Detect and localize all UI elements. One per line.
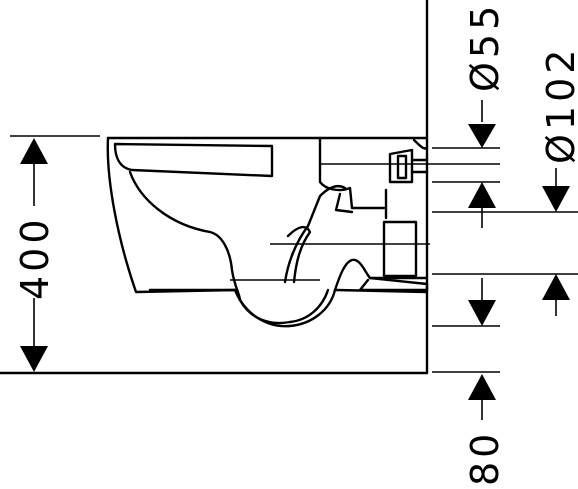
dimension-floor-offset: 80 (432, 278, 507, 486)
inlet-connector (388, 148, 414, 184)
dimension-height: 400 (13, 138, 57, 372)
inner-bowl (128, 170, 242, 302)
floor-offset-label: 80 (463, 430, 507, 486)
outlet-pipe (382, 220, 418, 278)
arrow-down-icon (468, 124, 496, 148)
center-lines (230, 163, 500, 281)
arrow-up-icon (468, 182, 496, 208)
arrow-up-icon (542, 274, 570, 300)
dimension-inlet: Ø55 (432, 2, 507, 228)
dimension-outlet: Ø102 (432, 46, 578, 316)
toilet-body (106, 136, 429, 328)
outlet-diameter-label: Ø102 (539, 46, 578, 164)
arrow-down-icon (20, 346, 48, 372)
arrow-up-icon (20, 138, 48, 164)
height-label: 400 (13, 215, 57, 300)
arrow-down-icon (468, 300, 496, 326)
inlet-diameter-label: Ø55 (463, 2, 507, 92)
trap (283, 184, 347, 284)
seat (113, 142, 274, 178)
arrow-up-icon (468, 374, 496, 400)
arrow-down-icon (542, 186, 570, 212)
